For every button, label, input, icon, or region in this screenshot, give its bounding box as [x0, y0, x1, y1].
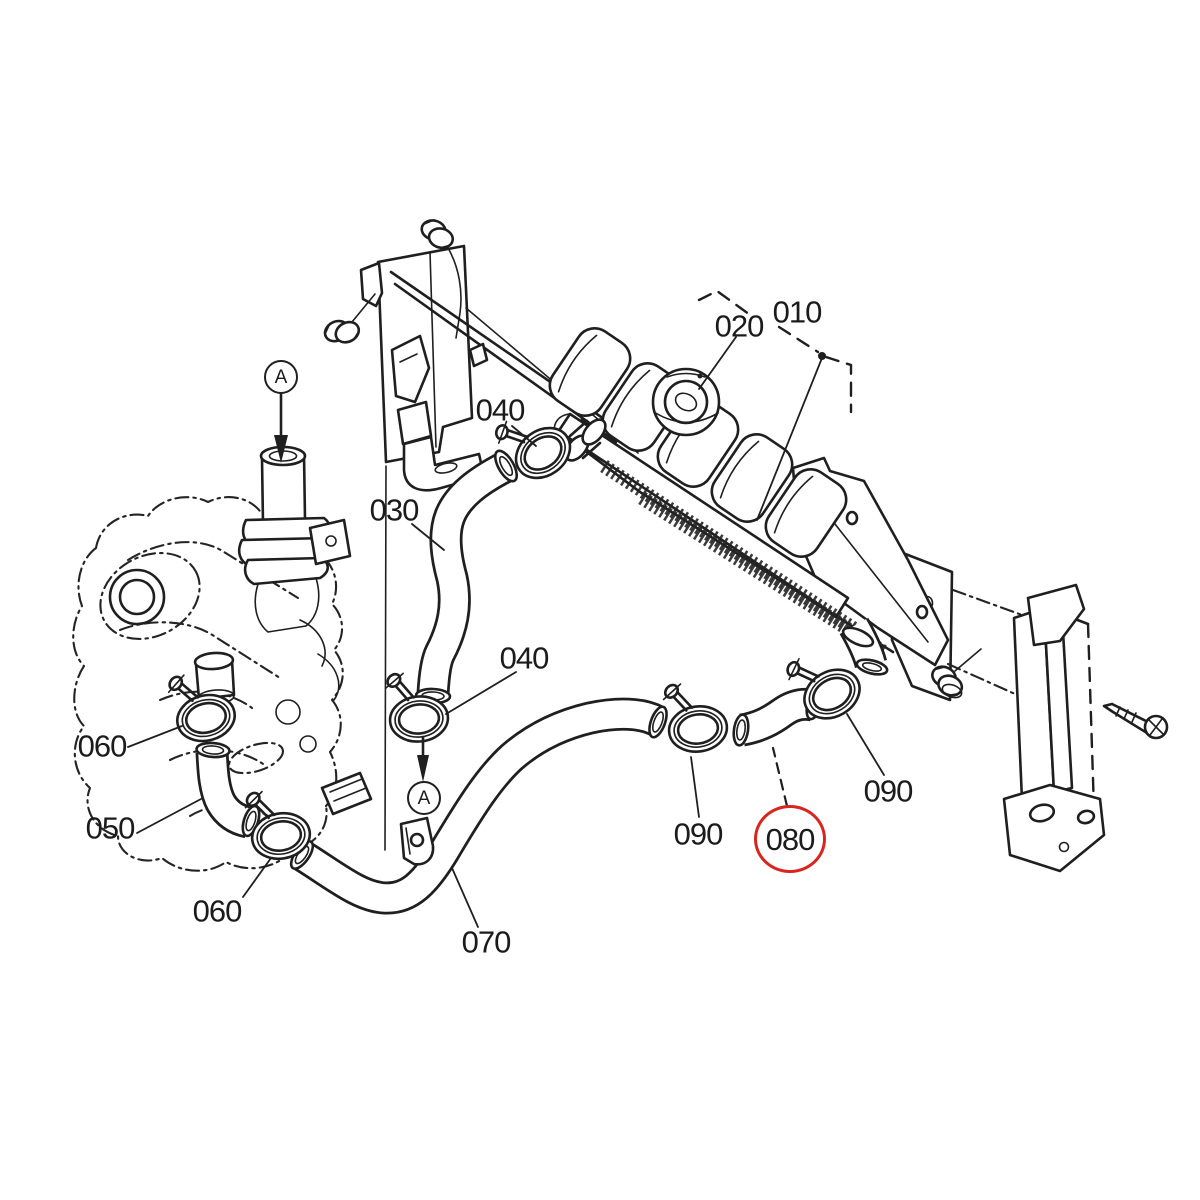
radiator-outlet-pipe	[839, 617, 889, 676]
callout-lines-010-020	[697, 289, 853, 521]
ref-marker-a-bottom: A	[407, 781, 441, 815]
bypass-hose-050	[195, 741, 261, 839]
engine-block	[72, 496, 373, 872]
part-label-070: 070	[461, 924, 512, 960]
radiator-assembly	[548, 327, 954, 702]
part-label-020: 020	[714, 308, 765, 344]
ref-arrow-bottom	[417, 735, 429, 782]
part-label-090-right: 090	[863, 773, 914, 809]
bracket-bolt-left	[319, 293, 376, 352]
upper-hose-030	[414, 449, 518, 705]
support-bracket-right	[946, 583, 1106, 873]
part-label-050: 050	[85, 810, 136, 846]
part-label-040-upper: 040	[475, 392, 526, 428]
clamp-090-left	[660, 674, 732, 757]
part-label-010: 010	[772, 294, 823, 330]
bracket-bolt-mid	[925, 648, 982, 701]
radiator-inlet-neck	[564, 418, 607, 462]
part-label-060-upper: 060	[77, 728, 128, 764]
bracket-screw-right	[1102, 702, 1169, 740]
ref-arrow-top	[274, 392, 288, 463]
part-label-090-left: 090	[673, 816, 724, 852]
radiator-cap	[651, 367, 721, 437]
radiator-core	[558, 430, 895, 658]
label-leader-lines	[127, 425, 885, 928]
part-label-040-lower: 040	[499, 640, 550, 676]
hose-stay-tab	[399, 816, 435, 866]
part-label-060-lower: 060	[192, 893, 243, 929]
part-label-030: 030	[369, 492, 420, 528]
water-outlet-pipe	[237, 445, 352, 633]
part-label-080-highlighted: 080	[754, 805, 826, 873]
ref-marker-a-top: A	[264, 360, 298, 394]
bracket-bolt-top	[416, 216, 462, 339]
radiator-upper-tank	[548, 327, 850, 619]
